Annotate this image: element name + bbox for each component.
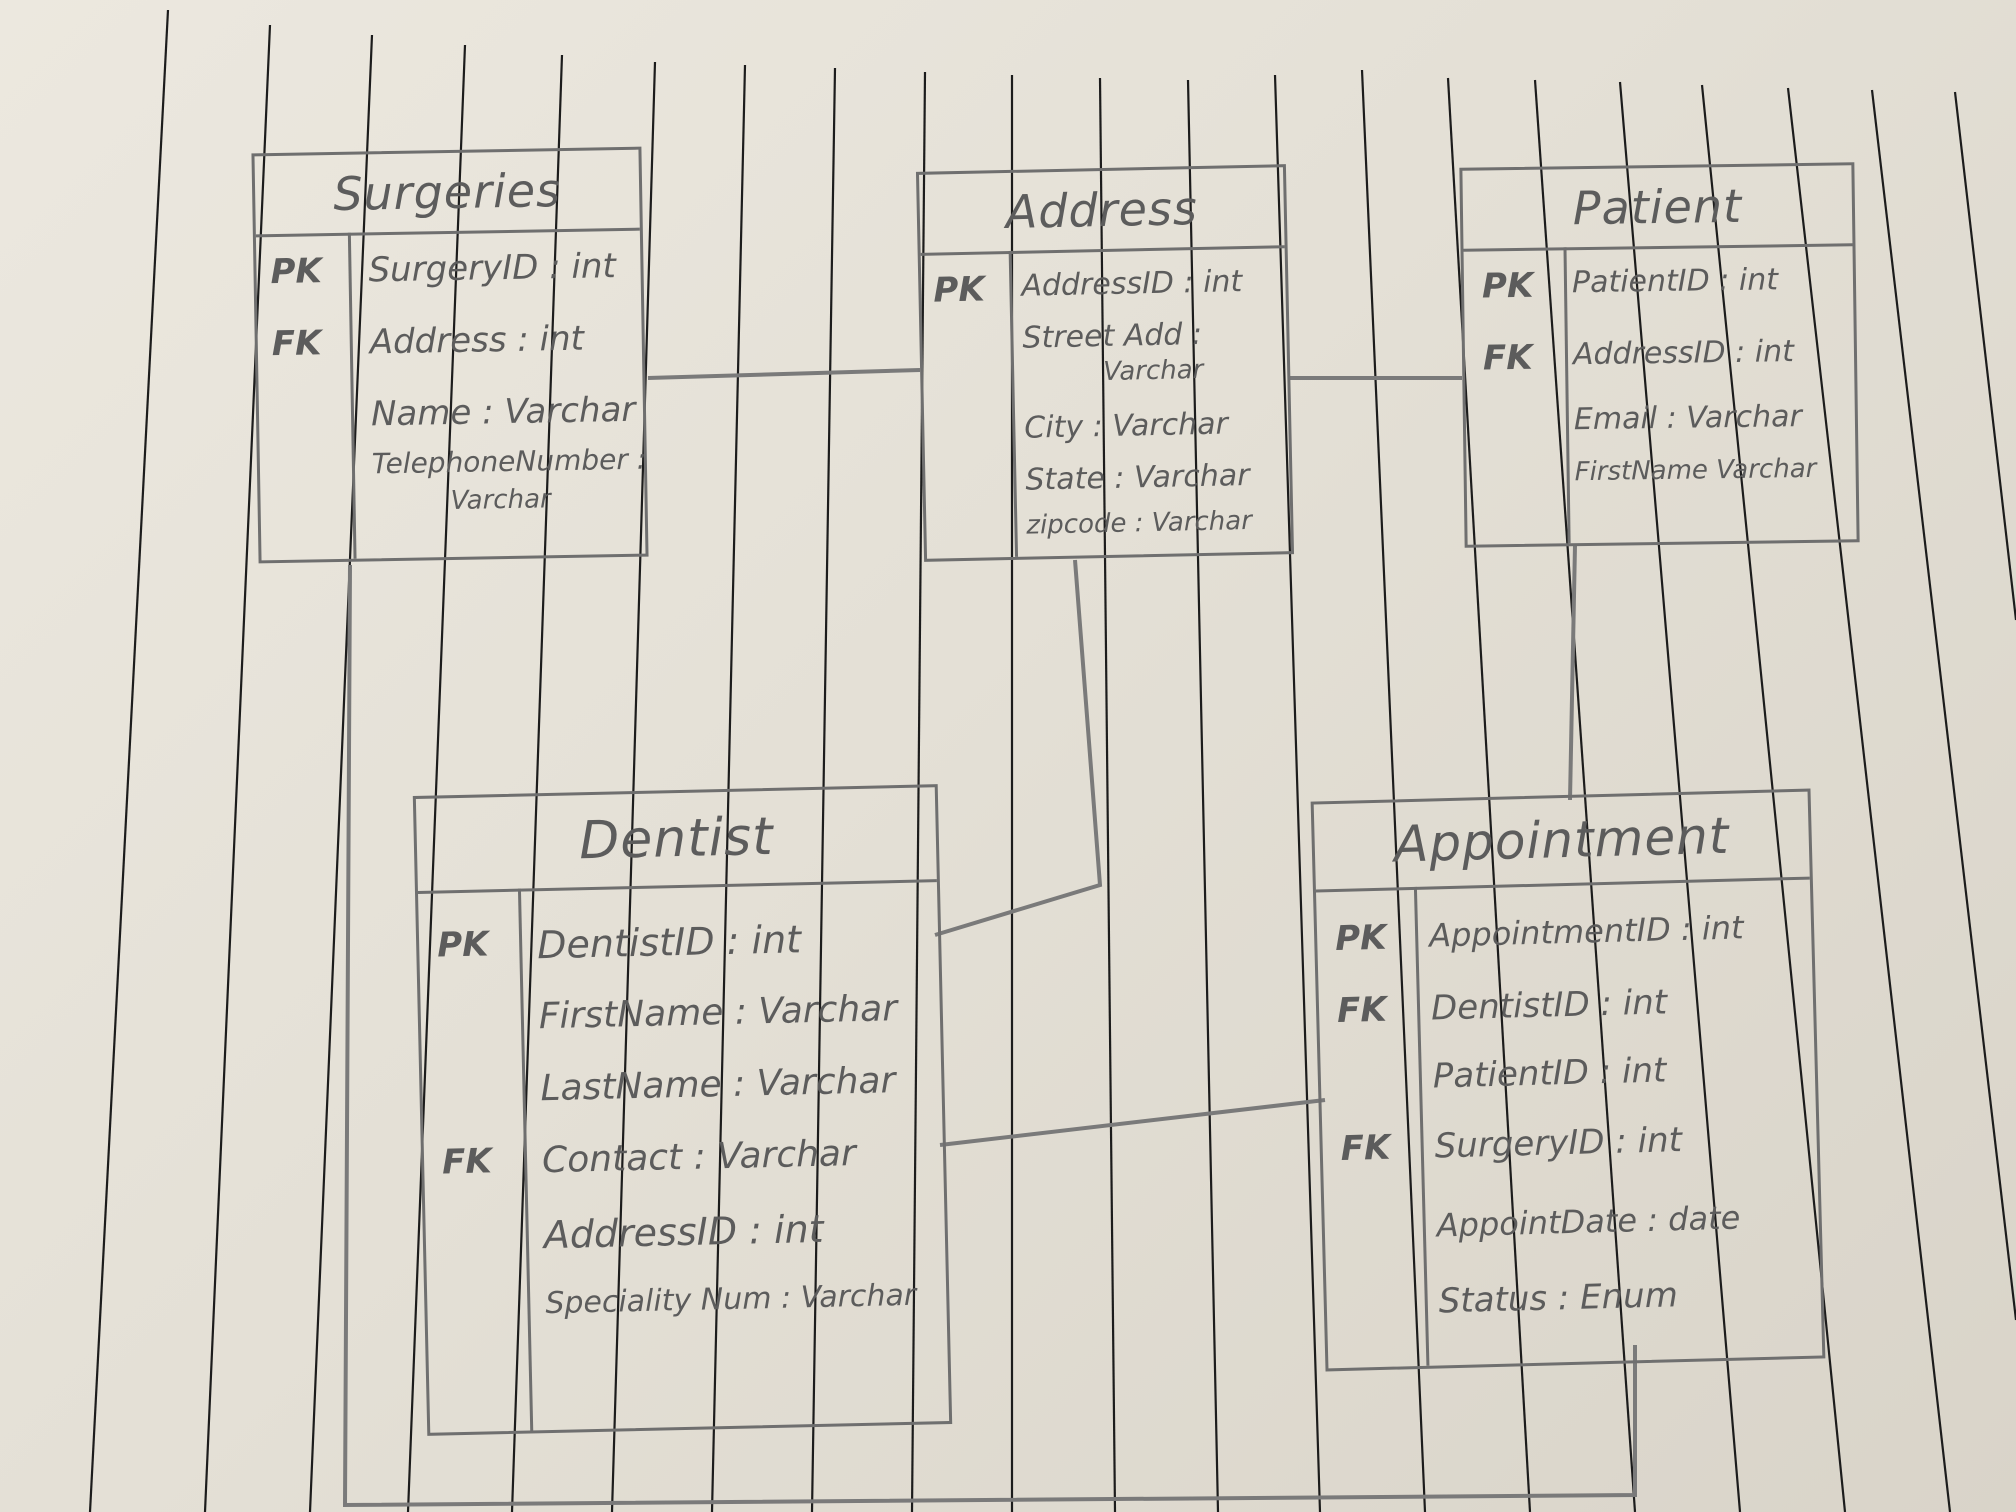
key-marker: FK — [441, 1141, 493, 1183]
entity-title-dentist: Dentist — [415, 787, 937, 894]
key-marker: FK — [1336, 989, 1388, 1032]
attribute-row: PatientID : int — [1432, 1050, 1667, 1097]
attribute-row: Address : int — [369, 318, 585, 363]
entity-address: Address PK AddressID : int Street Add : … — [915, 164, 1295, 562]
attribute-row: LastName : Varchar — [540, 1060, 896, 1110]
attribute-row: Name : Varchar — [370, 389, 636, 435]
attribute-row: AddressID : int — [1021, 264, 1243, 304]
key-marker: FK — [1340, 1127, 1391, 1169]
attribute-row: Street Add : — [1022, 316, 1203, 356]
attribute-row: AddressID : int — [1572, 334, 1795, 373]
attribute-row: Status : Enum — [1438, 1275, 1679, 1322]
attribute-row: FirstName Varchar — [1574, 453, 1817, 488]
attribute-row: SurgeryID : int — [1434, 1120, 1683, 1167]
key-marker: PK — [270, 251, 323, 293]
attribute-row: City : Varchar — [1023, 406, 1229, 446]
attribute-row: AddressID : int — [543, 1206, 825, 1258]
surgeries-appointment-line — [342, 564, 1637, 1508]
key-marker: PK — [436, 924, 489, 966]
key-marker: FK — [1482, 337, 1533, 379]
entity-title-address: Address — [919, 167, 1285, 256]
attribute-row: State : Varchar — [1025, 458, 1250, 498]
attribute-row: AppointmentID : int — [1428, 908, 1744, 955]
dentist-appointment-line — [939, 1098, 1326, 1147]
attribute-row: Varchar — [450, 484, 551, 517]
attribute-row: FirstName : Varchar — [538, 988, 898, 1038]
patient-appointment-line — [1568, 544, 1577, 801]
key-marker: PK — [1334, 917, 1388, 960]
key-marker: PK — [933, 269, 986, 311]
entity-appointment: Appointment PK AppointmentID : int FK De… — [1310, 788, 1826, 1372]
key-marker: FK — [271, 323, 322, 365]
attribute-row: DentistID : int — [1430, 982, 1668, 1029]
key-marker: PK — [1481, 265, 1534, 307]
attribute-row: zipcode : Varchar — [1026, 505, 1253, 541]
attribute-row: Varchar — [1102, 354, 1204, 388]
entity-dentist: Dentist PK DentistID : int FirstName : V… — [412, 784, 953, 1436]
attribute-row: Contact : Varchar — [541, 1133, 857, 1182]
entity-title-patient: Patient — [1462, 165, 1853, 252]
surgeries-address-line — [647, 368, 921, 380]
entity-title-appointment: Appointment — [1313, 791, 1810, 893]
attribute-row: DentistID : int — [536, 917, 802, 968]
attribute-row: Speciality Num : Varchar — [544, 1277, 917, 1322]
entity-surgeries: Surgeries PK SurgeryID : int FK Address … — [251, 146, 649, 564]
attribute-row: AppointDate : date — [1436, 1198, 1741, 1245]
attribute-row: PatientID : int — [1571, 262, 1779, 301]
address-dentist-line — [934, 559, 1103, 937]
entity-patient: Patient PK PatientID : int FK AddressID … — [1459, 162, 1860, 548]
attribute-row: Email : Varchar — [1573, 399, 1803, 438]
attribute-row: SurgeryID : int — [368, 246, 617, 291]
attribute-row: TelephoneNumber : — [371, 442, 647, 481]
entity-title-surgeries: Surgeries — [254, 149, 640, 238]
